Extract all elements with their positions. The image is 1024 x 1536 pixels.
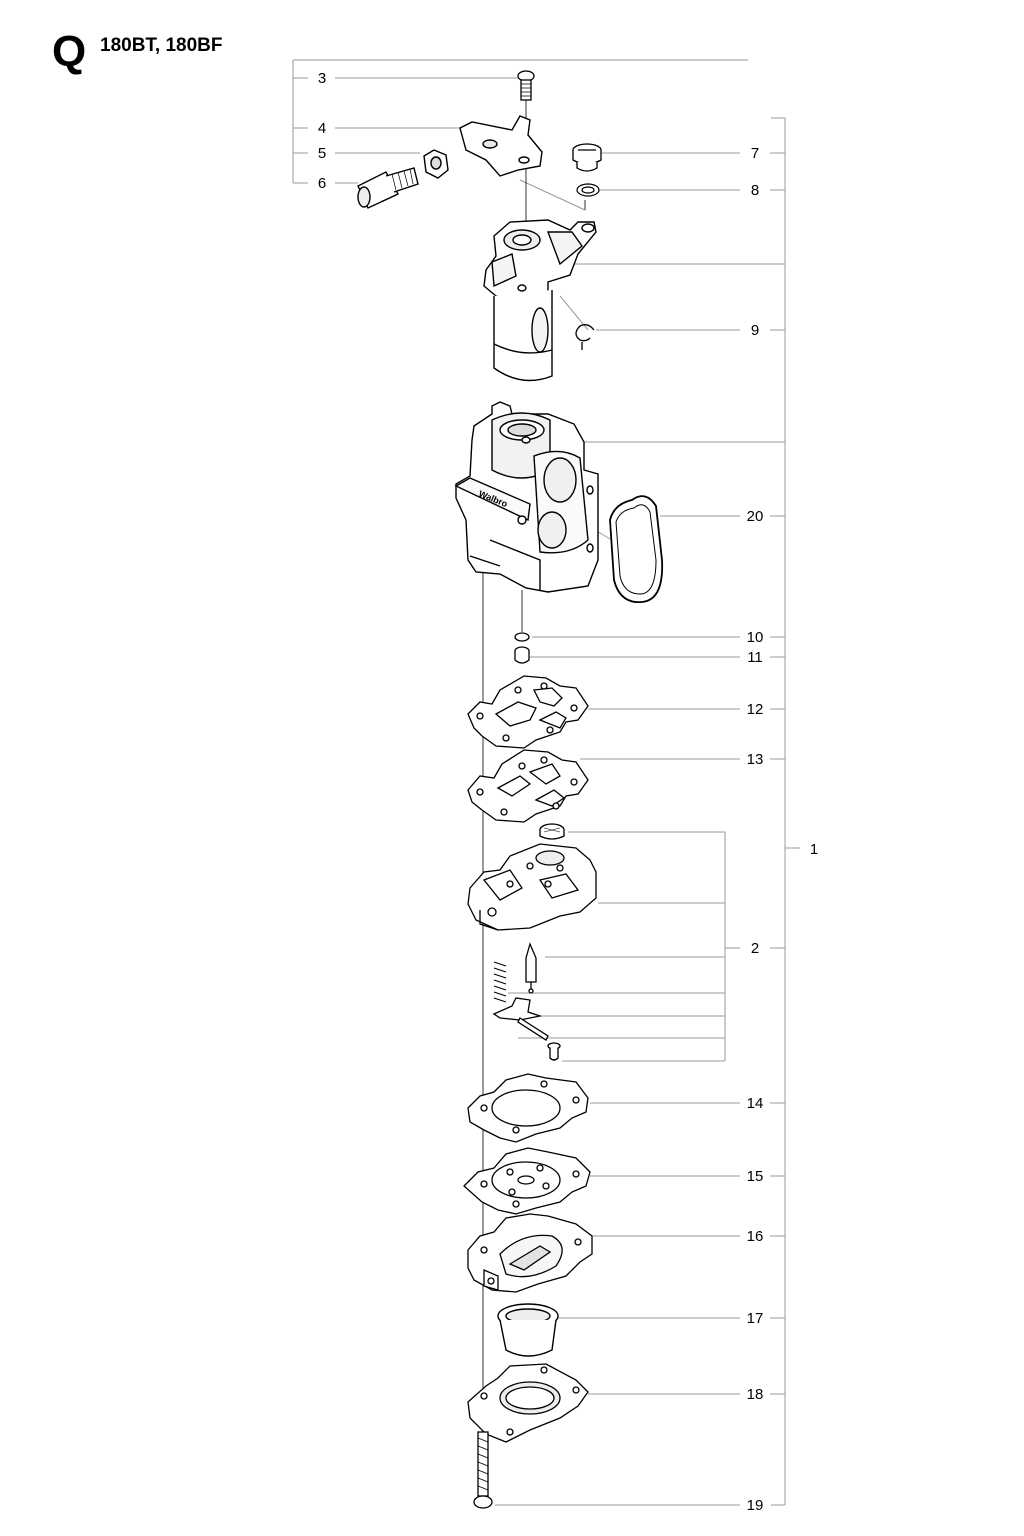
part-16-cover <box>467 1213 593 1293</box>
callout-3: 3 <box>318 70 326 87</box>
callout-15: 15 <box>747 1168 764 1185</box>
part-15-diaphragm <box>463 1147 591 1215</box>
callout-18: 18 <box>747 1386 764 1403</box>
callout-7: 7 <box>751 145 759 162</box>
callout-14: 14 <box>747 1095 764 1112</box>
callout-13: 13 <box>747 751 764 768</box>
part-19-screw <box>473 1431 493 1509</box>
part-10-oring <box>514 632 530 642</box>
callout-19: 19 <box>747 1497 764 1514</box>
callout-8: 8 <box>751 182 759 199</box>
part-11-plug <box>514 646 530 664</box>
part-7-plug <box>572 143 602 172</box>
callout-12: 12 <box>747 701 764 718</box>
callout-16: 16 <box>747 1228 764 1245</box>
part-8-washer <box>576 183 600 197</box>
part-13-gasket-plate <box>467 749 589 823</box>
part-18-retainer <box>467 1363 589 1443</box>
callout-5: 5 <box>318 145 326 162</box>
part-6-adjuster <box>357 167 419 209</box>
part-12-gasket-plate <box>467 675 589 749</box>
callout-1: 1 <box>810 841 818 858</box>
callout-labels: 3 4 5 6 7 8 9 20 10 11 12 13 1 2 14 15 1… <box>318 70 818 1514</box>
callout-11: 11 <box>747 649 763 666</box>
callout-6: 6 <box>318 175 326 192</box>
carburetor-body: Walbro <box>454 401 599 593</box>
callout-4: 4 <box>318 120 326 137</box>
part-3-screw <box>517 70 535 101</box>
part-4-bracket <box>459 115 543 177</box>
part-17-primer-bulb <box>497 1303 559 1357</box>
callout-17: 17 <box>747 1310 764 1327</box>
part-9-clip <box>575 324 595 350</box>
callout-20: 20 <box>747 508 764 525</box>
callout-10: 10 <box>747 629 764 646</box>
part-20-gasket <box>609 495 664 603</box>
callout-9: 9 <box>751 322 759 339</box>
throttle-barrel-assembly <box>483 219 597 382</box>
section-letter: Q <box>52 27 87 76</box>
part-5-nut <box>423 149 449 179</box>
callout-2: 2 <box>751 940 759 957</box>
part-14-gasket <box>467 1073 589 1143</box>
part-2-metering-assembly <box>467 823 597 1061</box>
model-title: 180BT, 180BF <box>100 35 223 56</box>
